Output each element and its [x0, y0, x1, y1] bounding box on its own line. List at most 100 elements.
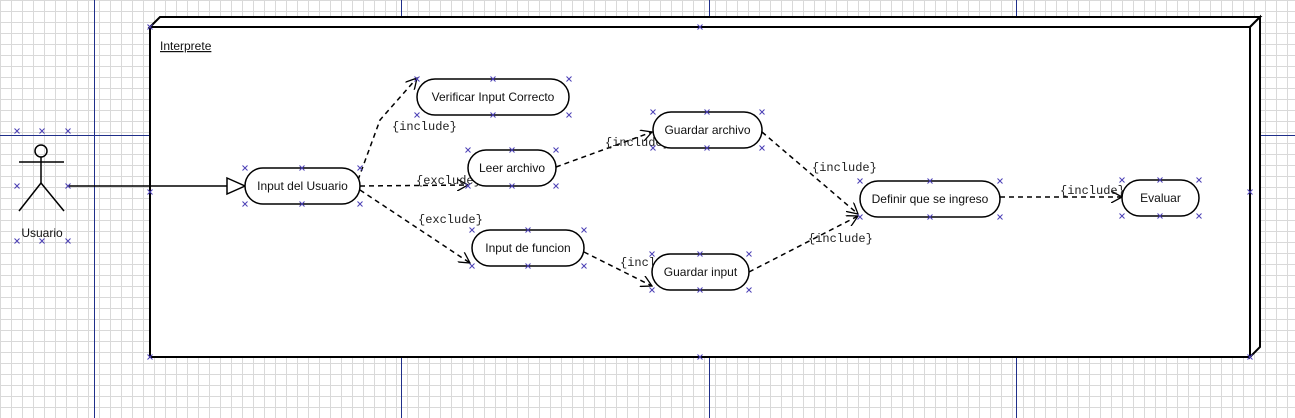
relation-label: {include} — [1060, 184, 1125, 198]
handle-mark — [299, 201, 305, 207]
handle-mark — [469, 227, 475, 233]
handle-mark — [65, 238, 71, 244]
use-case-guardar-input[interactable]: Guardar input — [651, 253, 750, 291]
handle-mark — [465, 183, 471, 189]
svg-text:Evaluar: Evaluar — [1140, 191, 1181, 205]
exclude-connector[interactable] — [359, 185, 468, 186]
handle-mark — [566, 76, 572, 82]
use-case-guardar-archivo[interactable]: Guardar archivo — [652, 111, 763, 149]
handle-mark — [650, 145, 656, 151]
handle-mark — [697, 354, 703, 360]
handle-mark — [759, 145, 765, 151]
handle-mark — [147, 189, 153, 195]
handle-mark — [857, 214, 863, 220]
include-connector[interactable] — [761, 131, 858, 214]
use-case-definir-que-se-ingreso[interactable]: Definir que se ingreso — [859, 180, 1001, 218]
handle-mark — [1196, 213, 1202, 219]
handle-mark — [147, 354, 153, 360]
relation-label: {exclude} — [416, 174, 481, 188]
handle-mark — [1196, 177, 1202, 183]
svg-text:Definir que se ingreso: Definir que se ingreso — [872, 192, 989, 206]
handle-mark — [39, 128, 45, 134]
handle-mark — [553, 147, 559, 153]
handle-mark — [1157, 177, 1163, 183]
svg-text:Input del Usuario: Input del Usuario — [257, 179, 348, 193]
association-line[interactable] — [68, 176, 247, 196]
handle-mark — [704, 145, 710, 151]
handle-mark — [1247, 354, 1253, 360]
handle-mark — [746, 251, 752, 257]
handle-mark — [697, 251, 703, 257]
use-case-verificar-input-correcto[interactable]: Verificar Input Correcto — [416, 78, 570, 116]
handle-mark — [857, 178, 863, 184]
handle-mark — [697, 287, 703, 293]
svg-text:Guardar archivo: Guardar archivo — [664, 123, 750, 137]
svg-text:Input de funcion: Input de funcion — [485, 241, 570, 255]
handle-mark — [553, 183, 559, 189]
handle-mark — [509, 147, 515, 153]
include-connector[interactable] — [555, 132, 652, 168]
handle-mark — [927, 214, 933, 220]
actor-name: Usuario — [21, 226, 63, 240]
guide-line — [94, 0, 95, 418]
use-case-input-del-usuario[interactable]: Input del Usuario — [244, 167, 361, 205]
relation-label: {exclude} — [418, 213, 483, 227]
svg-text:Leer archivo: Leer archivo — [479, 161, 545, 175]
relation-label: {include} — [392, 120, 457, 134]
handle-mark — [581, 227, 587, 233]
handle-mark — [65, 183, 71, 189]
handle-mark — [242, 201, 248, 207]
handle-mark — [704, 109, 710, 115]
handle-mark — [242, 165, 248, 171]
handle-mark — [414, 76, 420, 82]
handle-mark — [509, 183, 515, 189]
handle-mark — [14, 128, 20, 134]
handle-mark — [414, 112, 420, 118]
selection-handles — [14, 24, 1253, 360]
include-connector[interactable] — [583, 251, 652, 286]
handle-mark — [566, 112, 572, 118]
handle-mark — [997, 178, 1003, 184]
handle-mark — [927, 178, 933, 184]
handle-mark — [1119, 177, 1125, 183]
handle-mark — [357, 165, 363, 171]
handle-mark — [1247, 189, 1253, 195]
handle-mark — [1157, 213, 1163, 219]
relation-label: {include} — [605, 136, 670, 150]
handle-mark — [649, 251, 655, 257]
handle-mark — [490, 112, 496, 118]
system-title: Interprete — [160, 39, 212, 53]
exclude-connector[interactable] — [359, 189, 470, 263]
handle-mark — [649, 287, 655, 293]
use-case-input-de-funcion[interactable]: Input de funcion — [471, 229, 585, 267]
svg-text:Guardar input: Guardar input — [664, 265, 738, 279]
relation-label: {include} — [808, 232, 873, 246]
handle-mark — [759, 109, 765, 115]
svg-text:Verificar Input Correcto: Verificar Input Correcto — [432, 90, 555, 104]
use-case-leer-archivo[interactable]: Leer archivo — [467, 149, 557, 187]
handle-mark — [746, 287, 752, 293]
handle-mark — [997, 214, 1003, 220]
handle-mark — [65, 128, 71, 134]
include-connector[interactable] — [748, 216, 858, 273]
handle-mark — [39, 238, 45, 244]
handle-mark — [299, 165, 305, 171]
include-connector[interactable] — [357, 78, 417, 181]
handle-mark — [525, 227, 531, 233]
handle-mark — [147, 24, 153, 30]
handle-mark — [14, 238, 20, 244]
handle-mark — [650, 109, 656, 115]
handle-mark — [469, 263, 475, 269]
handle-mark — [490, 76, 496, 82]
use-case-evaluar[interactable]: Evaluar — [1121, 179, 1200, 217]
handle-mark — [465, 147, 471, 153]
relation-label: {include} — [812, 161, 877, 175]
handle-mark — [581, 263, 587, 269]
handle-mark — [525, 263, 531, 269]
handle-mark — [697, 24, 703, 30]
actor-usuario[interactable] — [18, 144, 65, 212]
handle-mark — [14, 183, 20, 189]
handle-mark — [1119, 213, 1125, 219]
handle-mark — [357, 201, 363, 207]
